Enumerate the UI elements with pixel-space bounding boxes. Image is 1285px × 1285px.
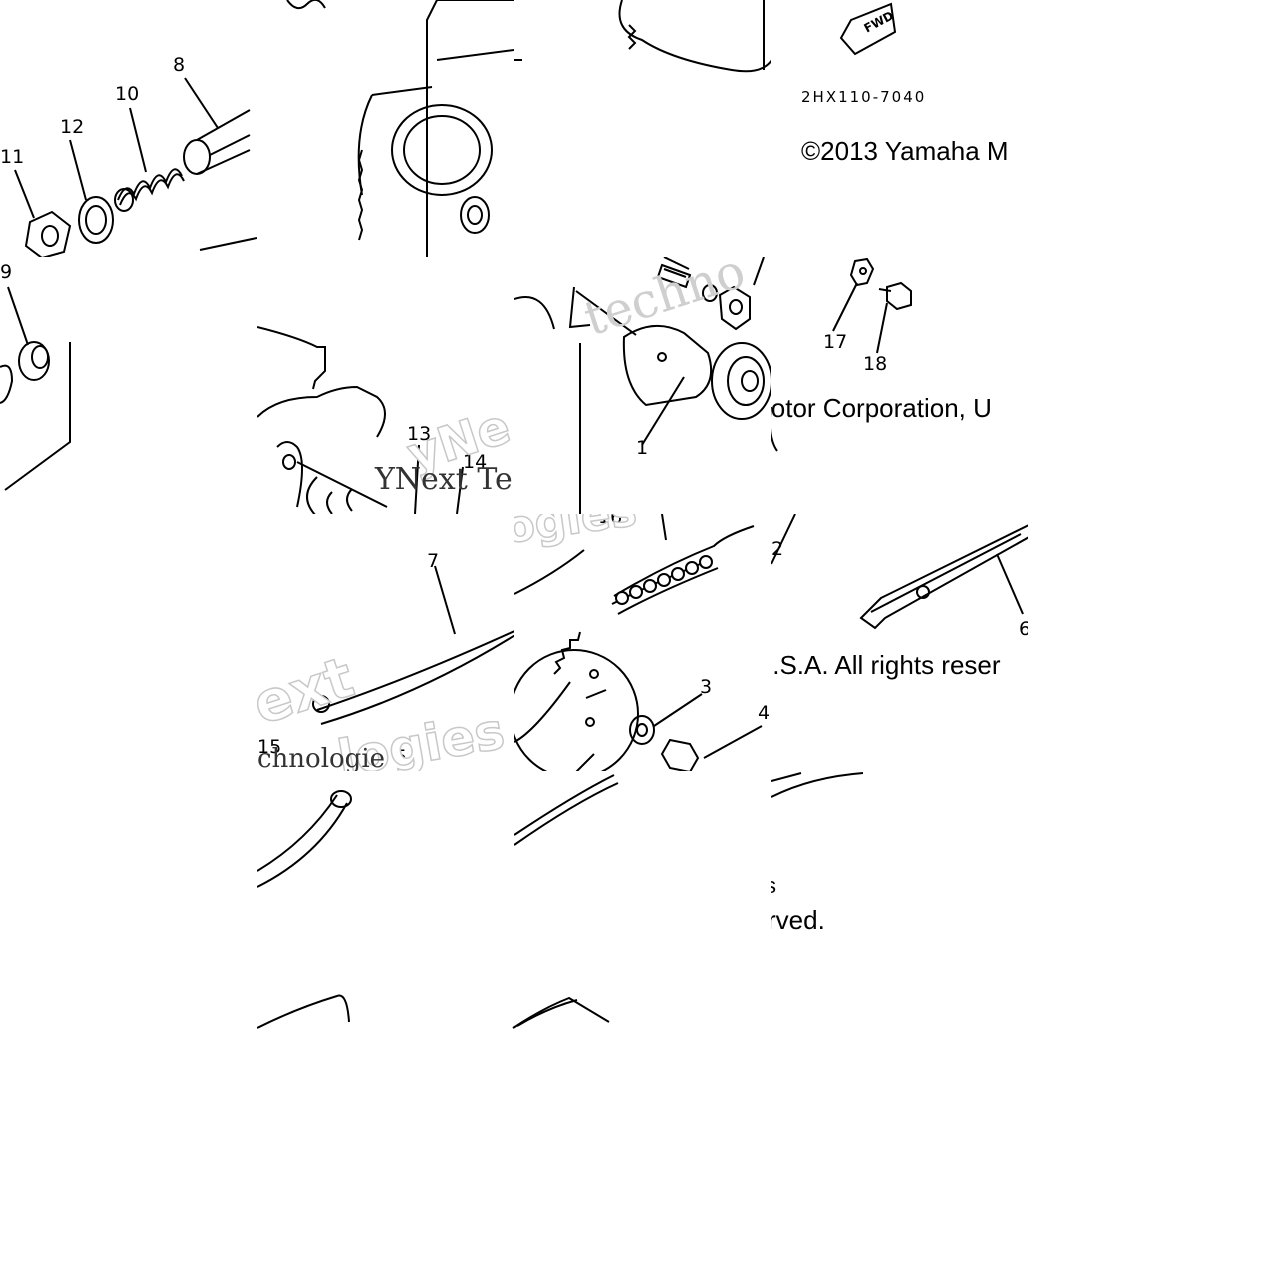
part-number: 2HX110-7040 [801, 88, 927, 106]
callout-15: 15 [257, 736, 282, 758]
copyright-line-5: rved. [771, 905, 825, 935]
tile-r3c4: 2 6 I.S.A. All rights reser [771, 514, 1028, 771]
watermark-chnologie: chnologie [257, 744, 386, 771]
callout-2: 2 [771, 538, 784, 560]
bottom-fragments-drawing [257, 994, 610, 1029]
tile-r2c3: 1 techno [514, 257, 771, 514]
callout-1: 1 [636, 437, 649, 459]
tile-r2c4: 17 18 lotor Corporation, U [771, 257, 1028, 514]
copyright-line-4: s [771, 875, 776, 897]
callout-6: 6 [1019, 618, 1028, 640]
callout-7: 7 [427, 550, 440, 572]
sprocket-chain-drawing [514, 514, 763, 771]
callout-14: 14 [463, 451, 488, 473]
fwd-arrow-icon [839, 2, 897, 56]
chain-guide-drawing [312, 565, 514, 725]
tensioner-drawing [771, 514, 1028, 630]
fragment-drawing [771, 772, 864, 798]
tile-r4c2 [257, 771, 514, 1028]
cap-drawing [0, 286, 71, 491]
callout-11: 11 [0, 146, 25, 168]
tile-r2c1: 9 [0, 257, 257, 514]
tile-r1c4: FWD 2HX110-7040 ©2013 Yamaha M [771, 0, 1028, 257]
watermark-ynext-tec: YNext Tec [375, 462, 514, 497]
tile-r3c2: 7 15 5 ext logies chnologie [257, 514, 514, 771]
callout-8: 8 [173, 54, 186, 76]
tile-r4c3 [514, 771, 771, 1028]
tile-r4c4: s rved. [771, 771, 1028, 1028]
gasket-drawing [514, 0, 771, 73]
callout-18: 18 [863, 353, 888, 375]
copyright-line-2: lotor Corporation, U [771, 393, 992, 423]
callout-9: 9 [0, 261, 13, 283]
case-section-drawing [257, 326, 464, 514]
guide-end-drawing [257, 790, 352, 888]
tile-r1c2 [257, 0, 514, 257]
tile-r3c3: 3 4 16 ogies [514, 514, 771, 771]
spring-assembly-drawing [14, 77, 257, 257]
copyright-line-3: I.S.A. All rights reser [771, 650, 1001, 680]
tile-r1c3 [514, 0, 771, 257]
tile-r2c2: 13 14 yNe YNext Tec [257, 257, 514, 514]
callout-13: 13 [407, 423, 432, 445]
camshaft-drawing [514, 257, 771, 514]
callout-17: 17 [823, 331, 848, 353]
tile-r5c3 [514, 1028, 771, 1029]
callout-3: 3 [700, 676, 713, 698]
case-lower-drawing [514, 774, 619, 846]
crankcase-drawing [286, 0, 514, 257]
callout-12: 12 [60, 116, 85, 138]
callout-16: 16 [598, 514, 623, 528]
callout-10: 10 [115, 83, 140, 105]
tile-r1c1: 8 10 12 11 [0, 0, 257, 257]
tile-r5c2 [257, 1028, 514, 1029]
callout-5: 5 [395, 746, 408, 768]
callout-4: 4 [758, 702, 771, 724]
small-bolts-drawing [771, 257, 912, 452]
copyright-line-1: ©2013 Yamaha M [801, 136, 1009, 166]
